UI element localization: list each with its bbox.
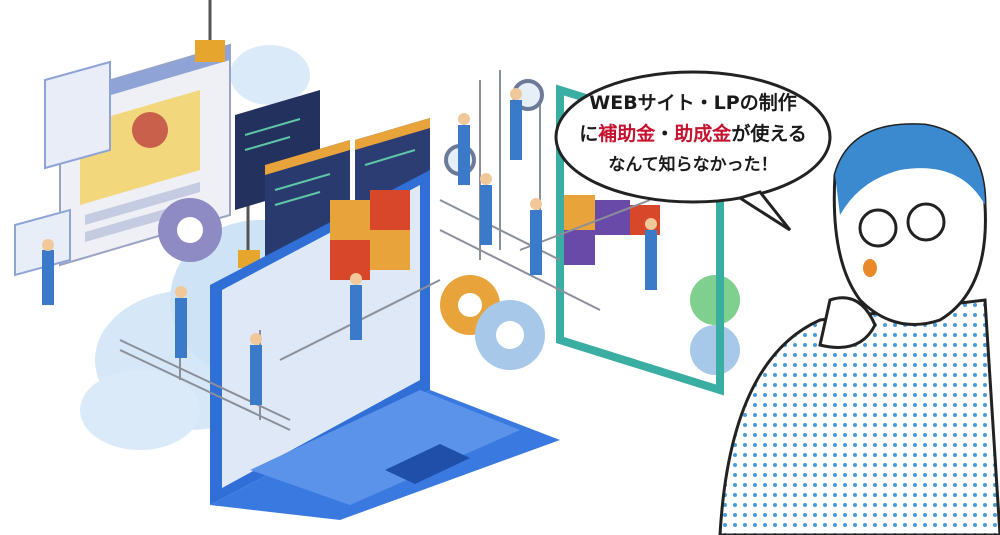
browser-window-icon — [14, 43, 231, 277]
grant-text: 助成金 — [674, 123, 732, 145]
speech-line-2-prefix: に — [579, 123, 599, 145]
speech-text: WEBサイト・LPの制作 に補助金・助成金が使える なんて知らなかった！ — [568, 88, 818, 181]
puzzle-icon — [330, 190, 660, 280]
speech-line-2-suffix: が使える — [731, 123, 807, 145]
speech-line-2: に補助金・助成金が使える — [568, 119, 818, 150]
speech-line-2-mid: ・ — [655, 123, 675, 145]
subsidy-text: 補助金 — [598, 123, 656, 145]
speech-line-3: なんて知らなかった！ — [608, 155, 778, 175]
gear-icon — [158, 198, 740, 375]
speech-bubble-icon — [554, 70, 832, 232]
thinking-man-icon — [718, 123, 1000, 535]
speech-line-1: WEBサイト・LPの制作 — [589, 92, 797, 114]
worker-icon — [42, 88, 657, 405]
